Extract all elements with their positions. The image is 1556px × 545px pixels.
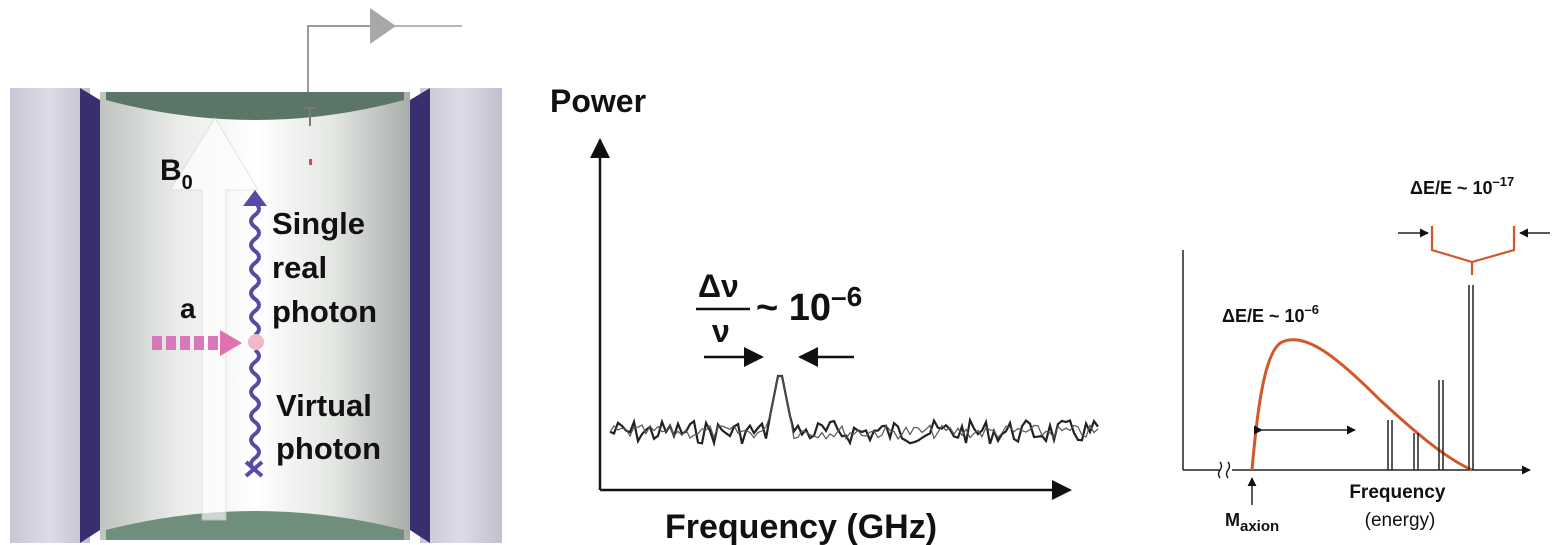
spectrum-x-label: Frequency (GHz) <box>665 508 937 545</box>
axion-energy-curve <box>1250 338 1473 472</box>
ratio-numerator: Δν <box>698 268 739 304</box>
narrow-width-label: ΔE/E ~ 10–17 <box>1410 174 1514 198</box>
virtual-photon-wave <box>249 348 261 472</box>
real-photon-wave <box>249 201 261 337</box>
ratio-value: ~ 10–6 <box>756 281 862 329</box>
conversion-point <box>248 334 264 350</box>
cavity-body <box>100 92 410 540</box>
magnet-left <box>10 88 90 543</box>
antenna-mark <box>309 159 312 165</box>
cavity-wall-right <box>410 88 430 543</box>
spectrum-y-label: Power <box>550 83 646 119</box>
axion-label: a <box>180 293 196 324</box>
virtual-photon-label: Virtual photon <box>276 388 381 466</box>
output-arrow-icon <box>370 8 396 44</box>
narrow-width-bracket <box>1430 226 1516 275</box>
stream-lines <box>1387 285 1474 470</box>
ratio-denominator: ν <box>712 313 730 349</box>
b-field-arrow <box>169 117 259 521</box>
real-photon-label: Single real photon <box>272 206 377 329</box>
cavity-panel: B0 a Single real photon Virtual photon <box>10 8 502 543</box>
cavity-top-cap <box>106 92 404 120</box>
virtual-photon-end-icon <box>244 460 264 478</box>
cavity-bottom-cap <box>106 511 404 540</box>
distribution-panel: ΔE/E ~ 10–6 ΔE/E ~ 10–17 Maxion Frequenc… <box>1182 174 1550 535</box>
axion-arrow <box>152 330 242 356</box>
spectrum-panel: Power Frequency (GHz) Δν ν ~ 10–6 <box>550 83 1099 545</box>
output-line <box>307 25 370 92</box>
broad-width-label: ΔE/E ~ 10–6 <box>1222 302 1319 326</box>
real-photon-arrow-icon <box>243 190 267 206</box>
cavity-wall-left <box>80 88 100 543</box>
magnet-right <box>420 88 502 543</box>
noise-trace-2 <box>609 375 1099 440</box>
axis-break-icon <box>1217 461 1231 479</box>
noise-trace <box>609 374 1099 448</box>
dist-x-label: Frequency (energy) <box>1349 482 1450 531</box>
b-field-label: B0 <box>160 154 193 194</box>
mass-label: Maxion <box>1225 510 1279 535</box>
